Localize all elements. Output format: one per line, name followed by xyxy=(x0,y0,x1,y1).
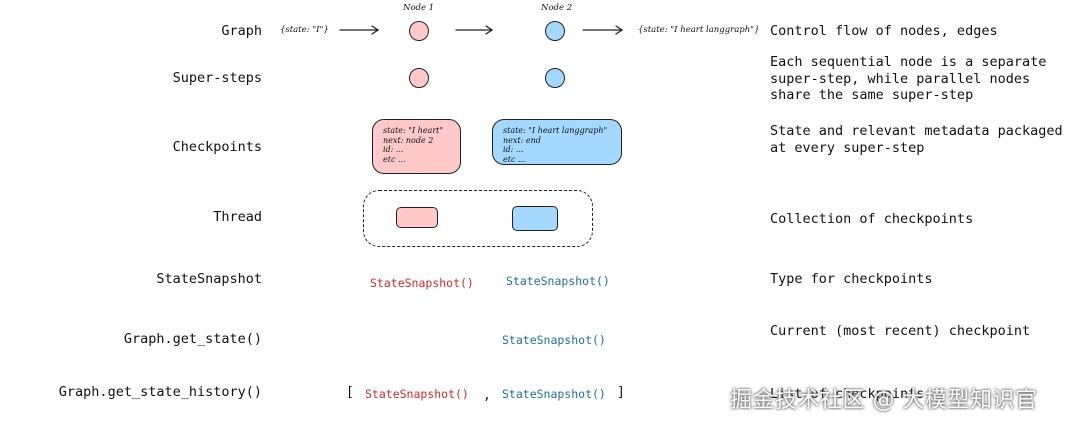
node2-circle xyxy=(545,21,565,41)
checkpoint-2-line: etc ... xyxy=(503,154,526,164)
checkpoint-2-line: id: ... xyxy=(503,145,524,154)
get-state-snapshot: StateSnapshot() xyxy=(502,333,606,347)
node2-label: Node 2 xyxy=(541,3,573,13)
thread-checkpoint-1 xyxy=(396,207,438,228)
thread-checkpoint-2 xyxy=(512,206,558,231)
desc-line: Each sequential node is a separate xyxy=(770,54,1047,70)
node1-circle xyxy=(409,21,429,41)
desc-get-state: Current (most recent) checkpoint xyxy=(770,323,1031,339)
statesnapshot-2: StateSnapshot() xyxy=(506,274,610,288)
label-statesnapshot: StateSnapshot xyxy=(156,271,262,287)
desc-line: super-step, while parallel nodes xyxy=(770,70,1031,87)
history-open-bracket: [ xyxy=(346,385,354,400)
label-get-state: Graph.get_state() xyxy=(123,331,262,347)
history-snapshot-2: StateSnapshot() xyxy=(502,387,606,401)
desc-line: State and relevant metadata packaged xyxy=(770,123,1063,139)
checkpoint-2-card: state: "I heart langgraph" next: end id:… xyxy=(492,119,622,165)
checkpoint-1-line: state: "I heart" xyxy=(383,126,444,135)
superstep1-circle xyxy=(409,68,429,88)
watermark-text: 掘金技术社区 @ 大模型知识官 xyxy=(730,388,1038,413)
output-state-text: {state: "I heart langgraph"} xyxy=(638,25,760,35)
statesnapshot-1: StateSnapshot() xyxy=(370,276,474,290)
superstep2-circle xyxy=(545,68,565,88)
checkpoint-2-line: state: "I heart langgraph" xyxy=(503,126,608,135)
desc-get-state-history: List of checkpoints xyxy=(770,386,925,402)
history-close-bracket: ] xyxy=(617,385,625,400)
checkpoint-1-card: state: "I heart" next: node 2 id: ... et… xyxy=(372,119,461,174)
arrowhead-3 xyxy=(615,25,624,35)
node1-label: Node 1 xyxy=(403,3,435,13)
thread-container xyxy=(363,190,593,247)
desc-graph: Control flow of nodes, edges xyxy=(770,23,998,39)
label-get-state-history: Graph.get_state_history() xyxy=(58,384,262,400)
history-separator: , xyxy=(483,388,491,403)
label-thread: Thread xyxy=(213,209,262,225)
desc-line: at every super-step xyxy=(770,139,925,156)
desc-thread: Collection of checkpoints xyxy=(770,211,974,227)
desc-line: share the same super-step xyxy=(770,87,974,103)
arrowhead-1 xyxy=(371,25,380,35)
desc-statesnapshot: Type for checkpoints xyxy=(770,271,933,287)
checkpoint-2-line: next: end xyxy=(503,135,541,145)
checkpoint-1-line: id: ... xyxy=(383,145,404,154)
input-state-text: {state: "I"} xyxy=(280,25,329,35)
history-snapshot-1: StateSnapshot() xyxy=(365,387,469,401)
label-checkpoints: Checkpoints xyxy=(172,139,262,155)
arrowhead-2 xyxy=(485,25,494,35)
checkpoint-1-line: etc ... xyxy=(383,154,406,164)
checkpoint-1-line: next: node 2 xyxy=(383,135,434,145)
desc-checkpoints: State and relevant metadata packaged at … xyxy=(770,123,1063,156)
label-super-steps: Super-steps xyxy=(172,70,262,86)
label-graph: Graph xyxy=(221,23,262,39)
desc-super-steps: Each sequential node is a separate super… xyxy=(770,54,1046,104)
